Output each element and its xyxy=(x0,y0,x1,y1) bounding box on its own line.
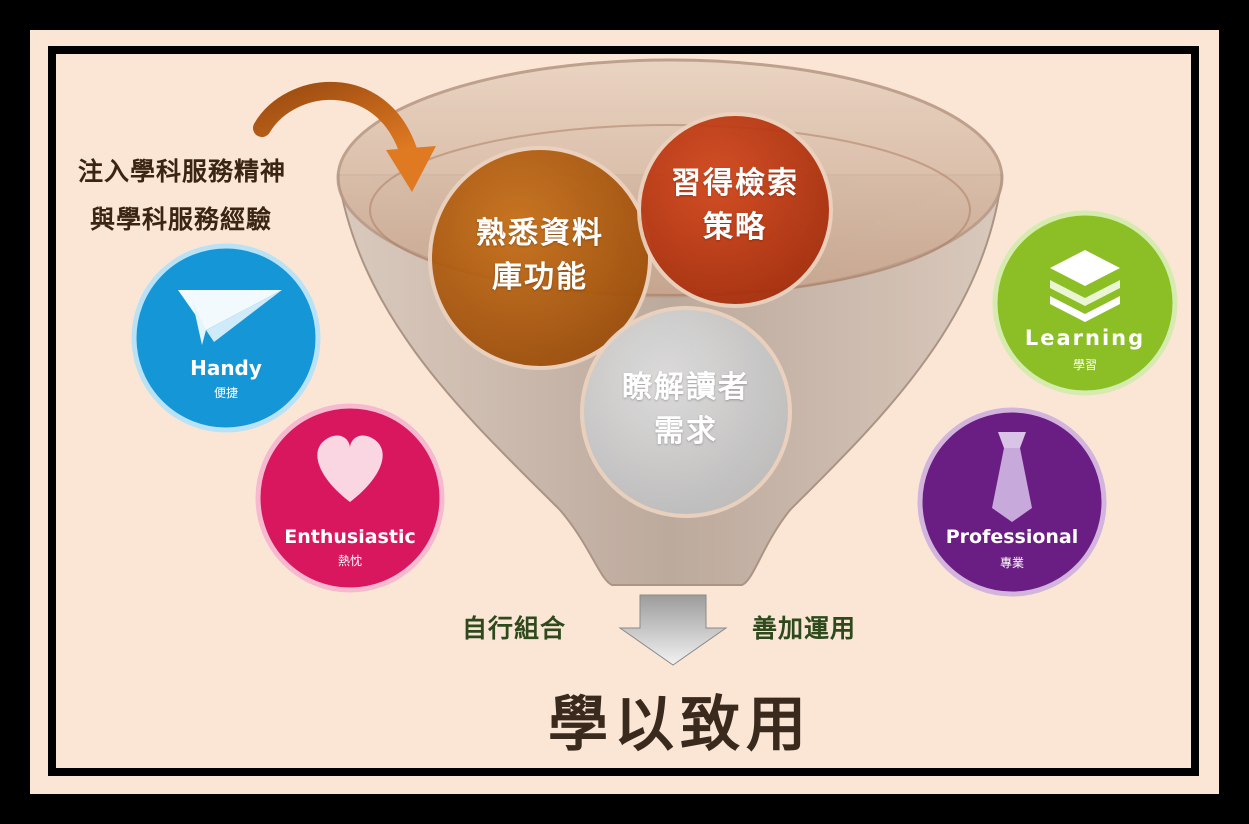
enthusiastic-label-en: Enthusiastic xyxy=(284,526,416,548)
result-title: 學以致用 xyxy=(548,690,812,760)
circle-reader-line-2: 需求 xyxy=(654,414,718,449)
curved-arrow-icon xyxy=(253,82,436,192)
circle-reader-line-1: 瞭解讀者 xyxy=(622,370,750,405)
handy-label-en: Handy xyxy=(190,356,262,380)
down-arrow-icon xyxy=(618,594,728,666)
handy-badge xyxy=(131,243,321,433)
circle-database-line-2: 庫功能 xyxy=(492,260,588,295)
heart-icon xyxy=(317,435,383,502)
apply-well-label: 善加運用 xyxy=(752,614,857,643)
enthusiastic-badge xyxy=(255,403,445,593)
professional-label-en: Professional xyxy=(945,526,1079,548)
learning-label-zh: 學習 xyxy=(1072,358,1097,372)
inject-note: 注入學科服務精神 與學科服務經驗 xyxy=(78,148,286,244)
self-combine-label: 自行組合 xyxy=(462,614,567,643)
enthusiastic-label-zh: 熱忱 xyxy=(337,554,362,568)
learning-label-en: Learning xyxy=(1024,326,1146,350)
books-icon xyxy=(1050,250,1120,322)
circle-search-line-2: 策略 xyxy=(703,210,767,245)
paper-plane-icon xyxy=(178,290,282,345)
circle-reader-label: 瞭解讀者 需求 xyxy=(596,366,776,454)
tie-icon xyxy=(992,432,1032,522)
learning-badge xyxy=(992,210,1178,396)
circle-database-label: 熟悉資料 庫功能 xyxy=(450,212,630,300)
circle-reader-needs xyxy=(580,306,792,518)
circle-search-strategy xyxy=(637,112,833,308)
circle-search-label: 習得檢索 策略 xyxy=(645,162,825,250)
inject-line-1: 注入學科服務精神 xyxy=(78,157,287,186)
professional-label-zh: 專業 xyxy=(999,556,1024,570)
circle-database-line-1: 熟悉資料 xyxy=(476,216,604,251)
inject-line-2: 與學科服務經驗 xyxy=(90,205,273,234)
handy-label-zh: 便捷 xyxy=(213,386,238,400)
professional-badge xyxy=(917,407,1107,597)
circle-search-line-1: 習得檢索 xyxy=(671,166,799,201)
